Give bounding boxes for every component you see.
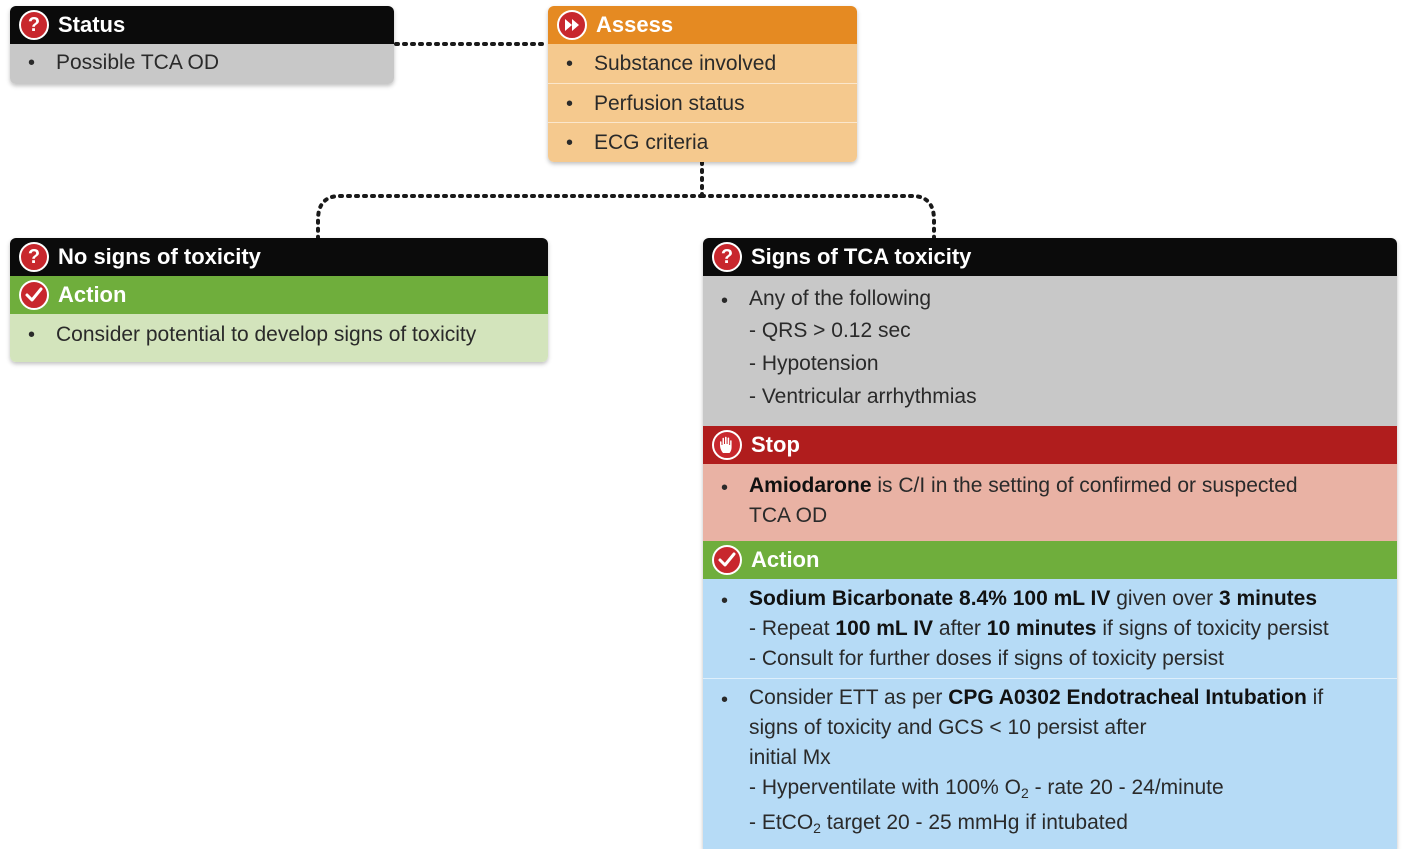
criteria-item: - QRS > 0.12 sec	[749, 319, 911, 342]
hyperventilate-item: - Hyperventilate with 100% O2 - rate 20 …	[749, 776, 1224, 801]
stop-header: Stop	[703, 426, 1397, 464]
action-body: • Sodium Bicarbonate 8.4% 100 mL IV give…	[703, 579, 1397, 849]
list-item: •Possible TCA OD	[28, 51, 220, 74]
list-item: • Amiodarone is C/I in the setting of co…	[721, 474, 1298, 527]
signs-criteria-body: •Any of the following - QRS > 0.12 sec -…	[703, 276, 1397, 426]
ett-block: • Consider ETT as per CPG A0302 Endotrac…	[703, 678, 1397, 843]
status-title: Status	[58, 12, 126, 37]
repeat-item: - Repeat 100 mL IV after 10 minutes if s…	[749, 617, 1329, 640]
no-signs-action-title: Action	[58, 282, 127, 307]
criteria-item: - Hypotension	[749, 352, 879, 375]
checkmark-icon	[19, 280, 49, 310]
question-mark-icon: ?	[19, 10, 49, 40]
cpg-reference: CPG A0302 Endotracheal Intubation	[948, 686, 1307, 709]
etco2-item: - EtCO2 target 20 - 25 mmHg if intubated	[749, 811, 1128, 836]
signs-header: ? Signs of TCA toxicity	[703, 238, 1397, 276]
question-mark-icon: ?	[19, 242, 49, 272]
no-signs-action-body: •Consider potential to develop signs of …	[10, 314, 548, 362]
assess-title: Assess	[596, 12, 674, 37]
signs-box: ? Signs of TCA toxicity •Any of the foll…	[703, 238, 1397, 849]
status-header: ? Status	[10, 6, 394, 44]
assess-body: •Substance involved •Perfusion status •E…	[548, 44, 857, 162]
criteria-item: - Ventricular arrhythmias	[749, 385, 977, 408]
branch-right-connector	[700, 194, 936, 240]
list-item: •Perfusion status	[548, 83, 857, 122]
list-item: •Consider potential to develop signs of …	[28, 323, 477, 346]
no-signs-box: ? No signs of toxicity Action •Consider …	[10, 238, 548, 362]
stop-hand-icon	[712, 430, 742, 460]
status-body: •Possible TCA OD	[10, 44, 394, 84]
amiodarone-label: Amiodarone	[749, 474, 872, 497]
action-header: Action	[703, 541, 1397, 579]
assess-header: Assess	[548, 6, 857, 44]
no-signs-action-header: Action	[10, 276, 548, 314]
list-item: •ECG criteria	[548, 122, 857, 162]
consult-item: - Consult for further doses if signs of …	[749, 647, 1225, 670]
list-item: • Sodium Bicarbonate 8.4% 100 mL IV give…	[721, 587, 1318, 612]
status-box: ? Status •Possible TCA OD	[10, 6, 394, 84]
stop-body: • Amiodarone is C/I in the setting of co…	[703, 464, 1397, 541]
list-item: •Any of the following	[721, 287, 932, 312]
list-item: • Consider ETT as per CPG A0302 Endotrac…	[721, 686, 1324, 769]
no-signs-title: No signs of toxicity	[58, 244, 261, 269]
checkmark-icon	[712, 545, 742, 575]
assess-box: Assess •Substance involved •Perfusion st…	[548, 6, 857, 162]
bicarb-block: • Sodium Bicarbonate 8.4% 100 mL IV give…	[703, 579, 1397, 678]
fast-forward-icon	[557, 10, 587, 40]
branch-left-connector	[316, 194, 704, 240]
signs-title: Signs of TCA toxicity	[751, 244, 972, 269]
no-signs-header: ? No signs of toxicity	[10, 238, 548, 276]
action-title: Action	[751, 547, 820, 572]
stop-title: Stop	[751, 432, 800, 457]
list-item: •Substance involved	[566, 52, 777, 75]
question-mark-icon: ?	[712, 242, 742, 272]
